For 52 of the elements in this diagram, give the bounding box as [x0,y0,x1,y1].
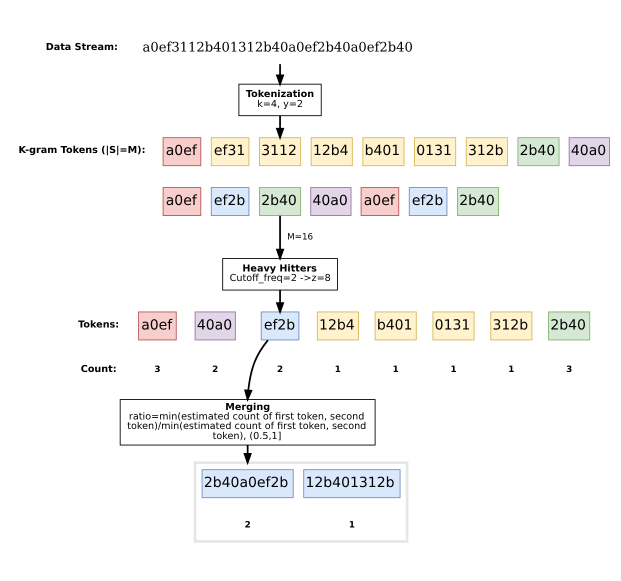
node-box: 0131 [432,312,475,340]
node-label: 1 [508,364,514,375]
node-box: 312b [466,137,508,166]
node-box: Heavy Hitters Cutoff_freq=2 ->z=8 [222,258,338,290]
arrow [243,445,252,466]
node-label: 3 [566,364,572,375]
node-box: 12b4 [316,312,359,340]
node-box: 3112 [259,137,302,166]
node-box: a0ef [162,137,202,166]
node-box: 2b40 [548,312,590,340]
node-box: b401 [374,312,417,340]
node-label: 1 [392,364,399,375]
label: Count: [80,364,117,376]
node-box: a0ef [138,312,177,340]
arrow [276,216,284,262]
node-box: 312b [490,312,532,340]
node-box: ef2b [210,187,250,216]
node-label: 3 [154,364,160,375]
node-box: ef2b [260,312,300,340]
label: K-gram Tokens (|S|=M): [18,145,146,156]
node-box: Tokenization k=4, y=2 [238,84,322,116]
node-box: ef2b [408,187,448,216]
node-box: a0ef [360,187,400,216]
node-box: b401 [362,137,404,166]
label: Data Stream: [46,42,118,53]
node-label: 2 [244,520,251,530]
node-label: 1 [334,364,341,375]
node-box: 40a0 [194,312,236,340]
node-box: 0131 [414,137,456,166]
label: Tokens: [78,320,120,331]
node-box: 2b40 [517,137,560,166]
node-box: a0ef [162,187,202,216]
node-text: a0ef3112b401312b40a0ef2b40a0ef2b40 [142,40,413,56]
arrow [276,116,284,140]
node-box: 40a0 [568,137,610,166]
node-box: 12b401312b [303,469,401,498]
node-box: 40a0 [310,187,352,216]
cluster [194,461,408,543]
edge-label: M=16 [287,232,314,243]
node-box: 12b4 [310,137,353,166]
node-box: ef31 [210,137,250,166]
node-box: 2b40 [259,187,302,216]
node-label: 1 [348,520,355,530]
node-label: 2 [276,364,284,375]
arrow [276,64,284,87]
node-box: 2b40a0ef2b [202,469,294,498]
node-box: Merging ratio=min(estimated count of first token, second token)/min(estimated count of first token, second token), (0.5,1] [120,399,376,446]
arrow [276,290,284,314]
node-label: 1 [450,364,457,375]
node-box: 2b40 [457,187,500,216]
arrow [244,340,269,402]
node-label: 2 [212,364,218,375]
